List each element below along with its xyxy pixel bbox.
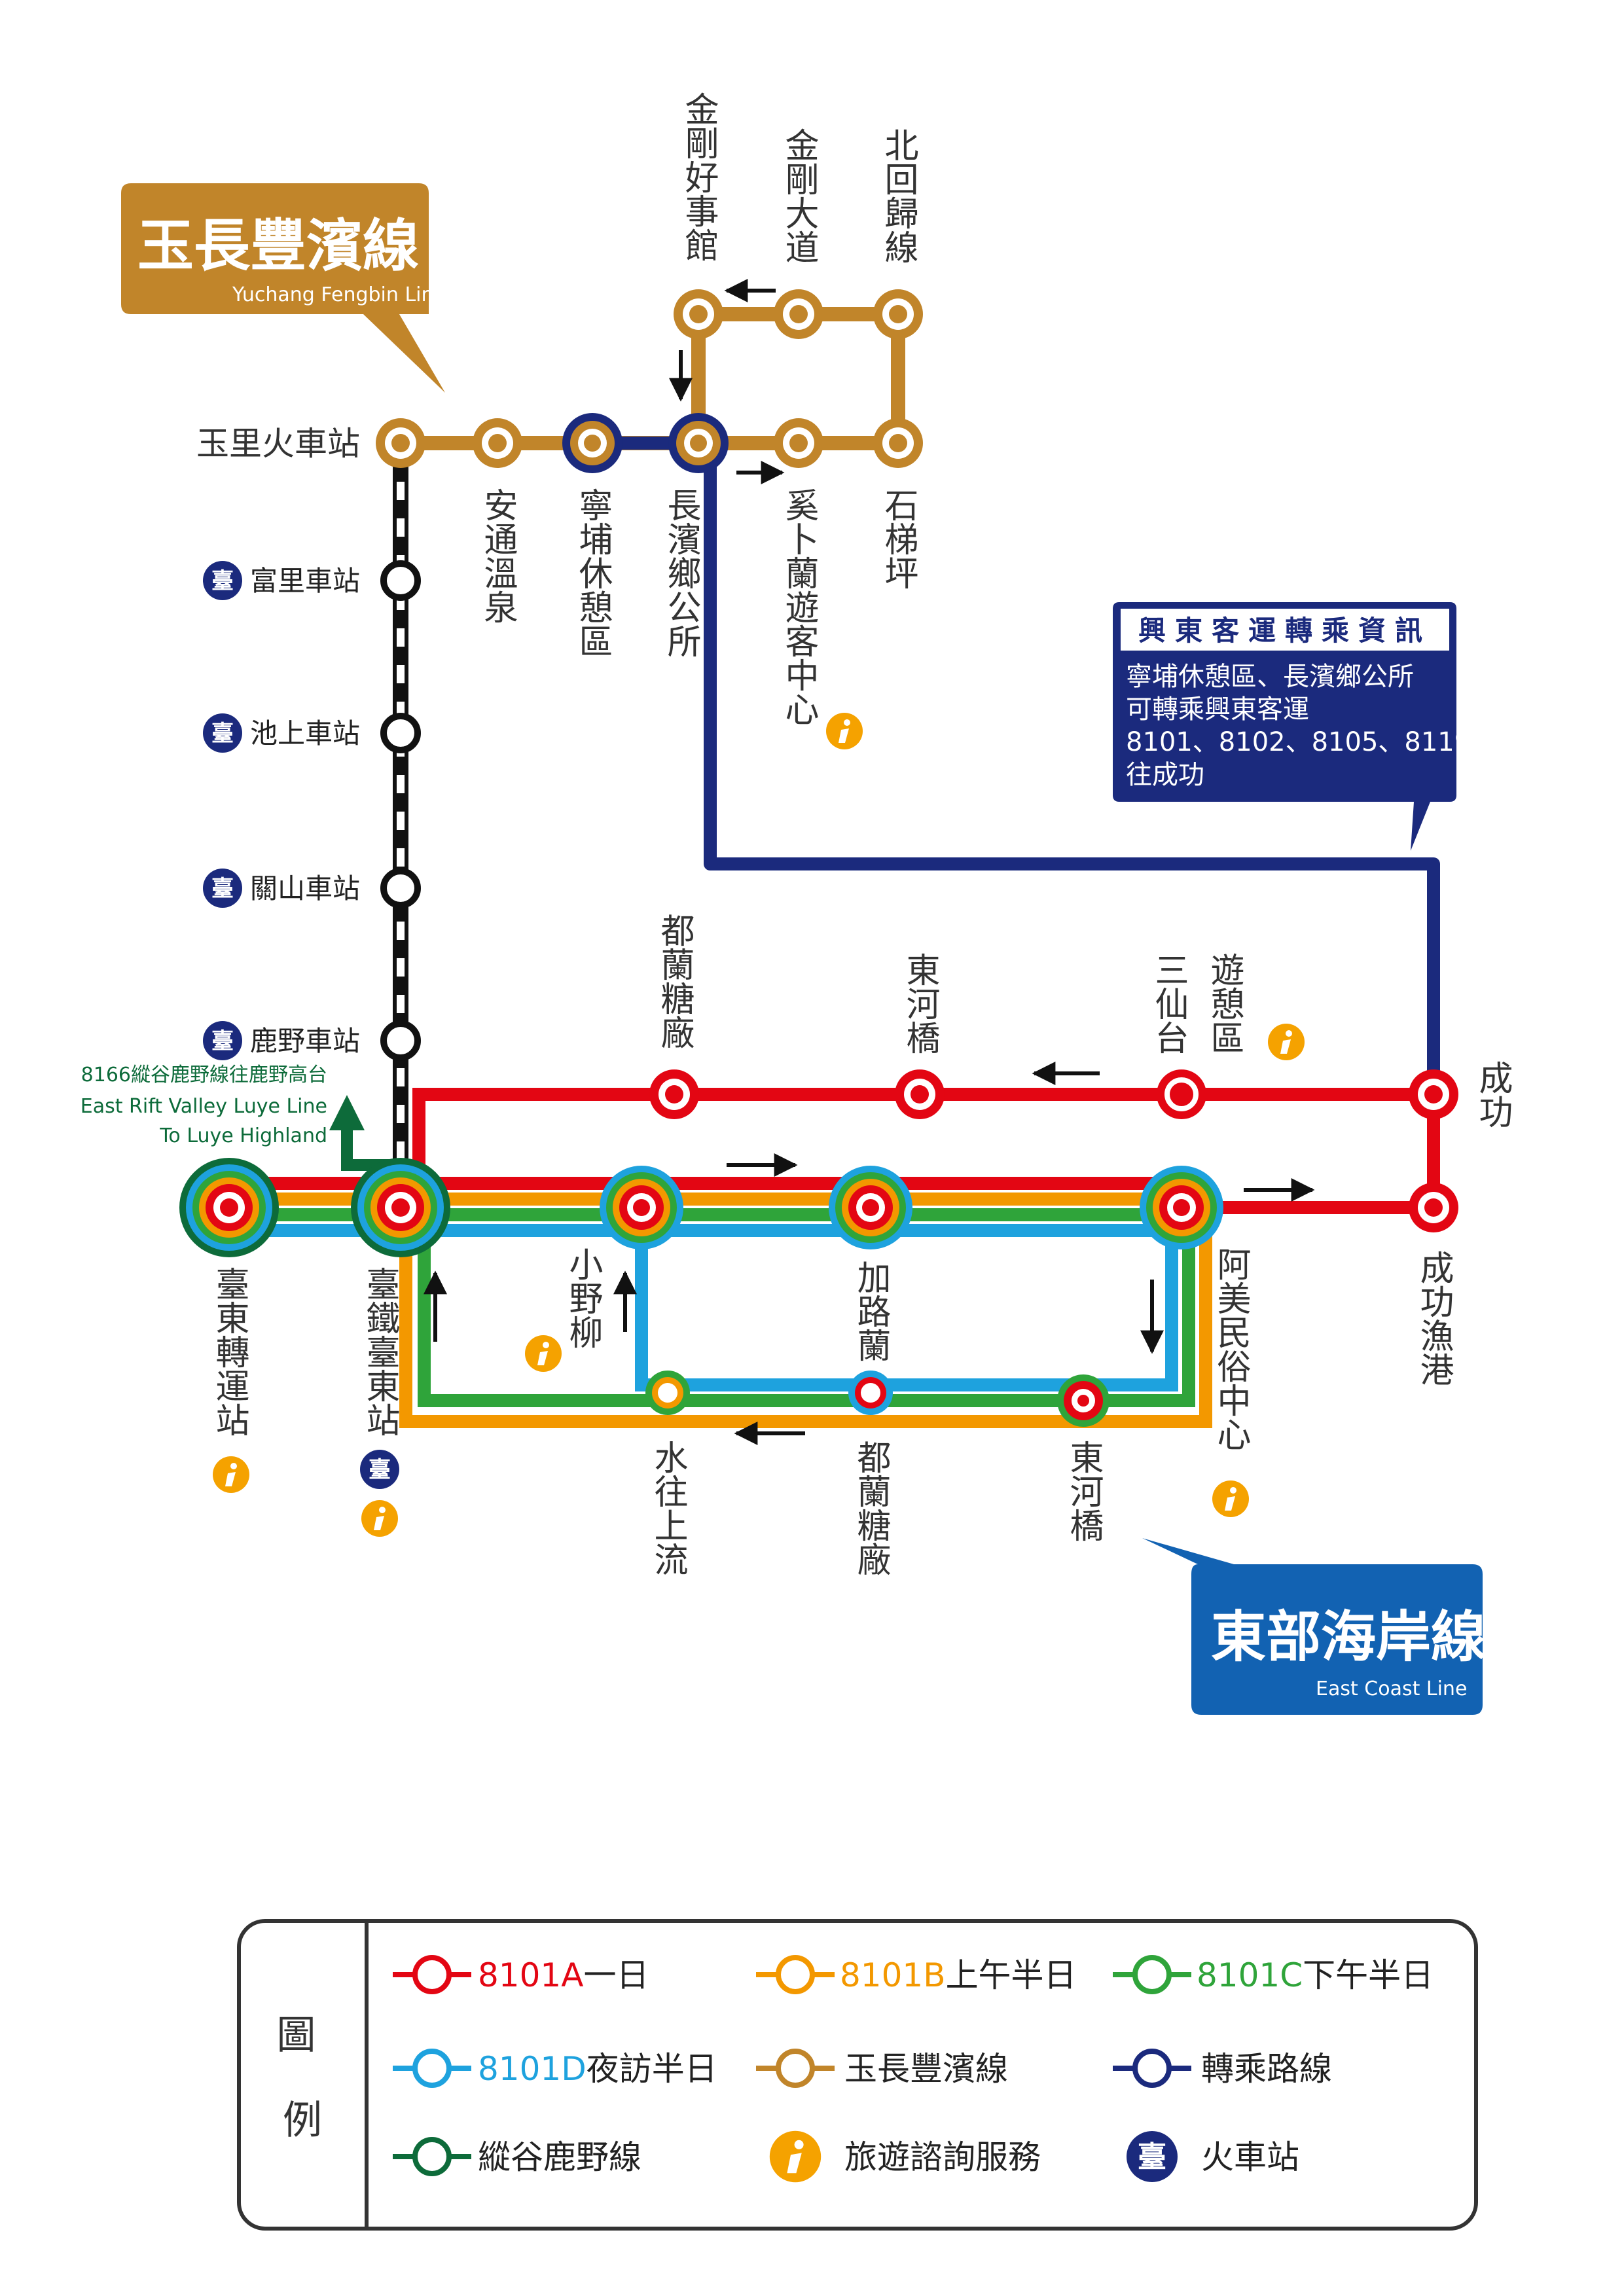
xingdong-line-2: 可轉乘興東客運 [1126, 694, 1309, 725]
green-loop [418, 1215, 1195, 1407]
info-icon [826, 713, 863, 749]
direction-arrows [424, 279, 1315, 1445]
train-station-icon [203, 561, 242, 600]
info-icon [213, 1456, 249, 1493]
luye-note-line3: To Luye Highland [159, 1124, 327, 1147]
label-shuiwang: 水往上流 [648, 1440, 687, 1576]
label-jingang-road: 金剛大道 [779, 128, 818, 264]
info-icon [1212, 1480, 1249, 1517]
train-station-icon [360, 1450, 399, 1489]
label-dulan-bottom: 都蘭糖廠 [851, 1440, 890, 1576]
luye-note-line2: East Rift Valley Luye Line [81, 1095, 327, 1118]
svg-text:8101A一日: 8101A一日 [478, 1956, 649, 1994]
legend-item-8101c: 8101C下午半日 [1113, 1955, 1434, 1994]
legend-item-rail: 火車站 [1126, 2130, 1299, 2182]
xingdong-line-1: 寧埔休憩區、長濱鄉公所 [1126, 662, 1414, 692]
label-sanxiantai: 三仙台 [1149, 952, 1188, 1054]
train-station-icon [203, 713, 242, 753]
label-changbin: 長濱鄉公所 [661, 488, 700, 658]
legend-item-transfer: 轉乘路線 [1113, 2049, 1332, 2088]
label-chenggong: 成功 [1473, 1060, 1512, 1128]
label-taitung-rail: 臺鐵臺東站 [360, 1266, 399, 1437]
svg-text:轉乘路線: 轉乘路線 [1201, 2050, 1332, 2088]
label-taitung-transfer: 臺東轉運站 [209, 1266, 249, 1437]
xingdong-transfer-box: 興東客運轉乘資訊 寧埔休憩區、長濱鄉公所 可轉乘興東客運 8101、8102、8… [1113, 602, 1471, 851]
legend-item-8101a: 8101A一日 [393, 1955, 649, 1994]
info-icon [525, 1335, 562, 1372]
label-xibulan: 奚卜蘭遊客中心 [779, 488, 818, 726]
train-station-icon [203, 1021, 242, 1060]
label-chishang: 池上車站 [250, 717, 360, 749]
label-donghe-top: 東河橋 [900, 952, 939, 1054]
svg-text:旅遊諮詢服務: 旅遊諮詢服務 [844, 2138, 1041, 2176]
label-shiti: 石梯坪 [878, 488, 918, 590]
label-amis: 阿美民俗中心 [1211, 1247, 1250, 1451]
loop-stations [645, 1371, 1110, 1427]
yuchang-banner-title: 玉長豐濱線 [137, 213, 419, 279]
svg-text:玉長豐濱線: 玉長豐濱線 [844, 2050, 1008, 2088]
label-luye: 鹿野車站 [250, 1025, 360, 1057]
legend-title: 圖 例 [276, 2013, 328, 2144]
svg-text:8101D夜訪半日: 8101D夜訪半日 [478, 2050, 717, 2088]
label-yuli: 玉里火車站 [196, 425, 360, 463]
legend-item-luye: 縱谷鹿野線 [393, 2137, 641, 2176]
label-antong: 安通溫泉 [478, 488, 517, 624]
bundle-stations [179, 1158, 1223, 1257]
info-icon [1268, 1024, 1305, 1060]
legend-item-8101b: 8101B上午半日 [756, 1955, 1077, 1994]
svg-text:8101B上午半日: 8101B上午半日 [840, 1956, 1077, 1994]
yuchang-banner: 玉長豐濱線 Yuchang Fengbin Line [121, 183, 446, 393]
blue-loop [635, 1230, 1178, 1391]
svg-text:8101C下午半日: 8101C下午半日 [1197, 1956, 1434, 1994]
label-ningpu: 寧埔休憩區 [573, 488, 612, 658]
label-tropic: 北回歸線 [878, 128, 918, 264]
luye-note: 8166縱谷鹿野線往鹿野高台 East Rift Valley Luye Lin… [81, 1064, 327, 1147]
orange-loop [399, 1199, 1212, 1428]
yuchang-line [401, 307, 905, 450]
label-guanshan: 關山車站 [250, 872, 360, 905]
train-station-icon [203, 869, 242, 908]
rail-stations [380, 560, 421, 1061]
info-icon [361, 1500, 398, 1537]
eastcoast-banner: 東部海岸線 East Coast Line [1142, 1538, 1486, 1715]
xingdong-line-3: 8101、8102、8105、8119 [1126, 727, 1471, 757]
yuchang-banner-subtitle: Yuchang Fengbin Line [232, 283, 446, 306]
label-jingang-haoshi: 金剛好事館 [679, 92, 718, 262]
label-chenggong-port: 成功漁港 [1414, 1250, 1453, 1386]
label-xiaoyeliu: 小野柳 [563, 1247, 602, 1349]
label-donghe-bottom: 東河橋 [1064, 1440, 1103, 1542]
legend-item-yuchang: 玉長豐濱線 [756, 2049, 1008, 2088]
label-rest-area: 遊憩區 [1204, 952, 1244, 1054]
legend: 圖 例 8101A一日 8101B上午半日 8101C下午半日 8101D夜訪半… [237, 1919, 1478, 2231]
info-icon [769, 2130, 821, 2183]
eastcoast-banner-subtitle: East Coast Line [1316, 1677, 1467, 1700]
xingdong-title: 興東客運轉乘資訊 [1138, 615, 1432, 647]
eastcoast-banner-title: 東部海岸線 [1211, 1605, 1486, 1669]
legend-item-8101d: 8101D夜訪半日 [393, 2049, 717, 2088]
label-fuli: 富里車站 [250, 565, 360, 597]
red-stations [649, 1069, 1458, 1232]
luye-arrow [329, 1095, 393, 1171]
brown-stations [376, 289, 923, 473]
train-station-icon [1126, 2130, 1178, 2182]
svg-text:火車站: 火車站 [1201, 2138, 1299, 2176]
xingdong-line-4: 往成功 [1126, 760, 1204, 790]
label-dulan-top: 都蘭糖廠 [655, 913, 694, 1049]
luye-note-line1: 8166縱谷鹿野線往鹿野高台 [81, 1064, 327, 1086]
svg-text:縱谷鹿野線: 縱谷鹿野線 [478, 2138, 641, 2176]
label-jialulan: 加路蘭 [851, 1260, 890, 1362]
legend-item-info: 旅遊諮詢服務 [769, 2130, 1041, 2183]
